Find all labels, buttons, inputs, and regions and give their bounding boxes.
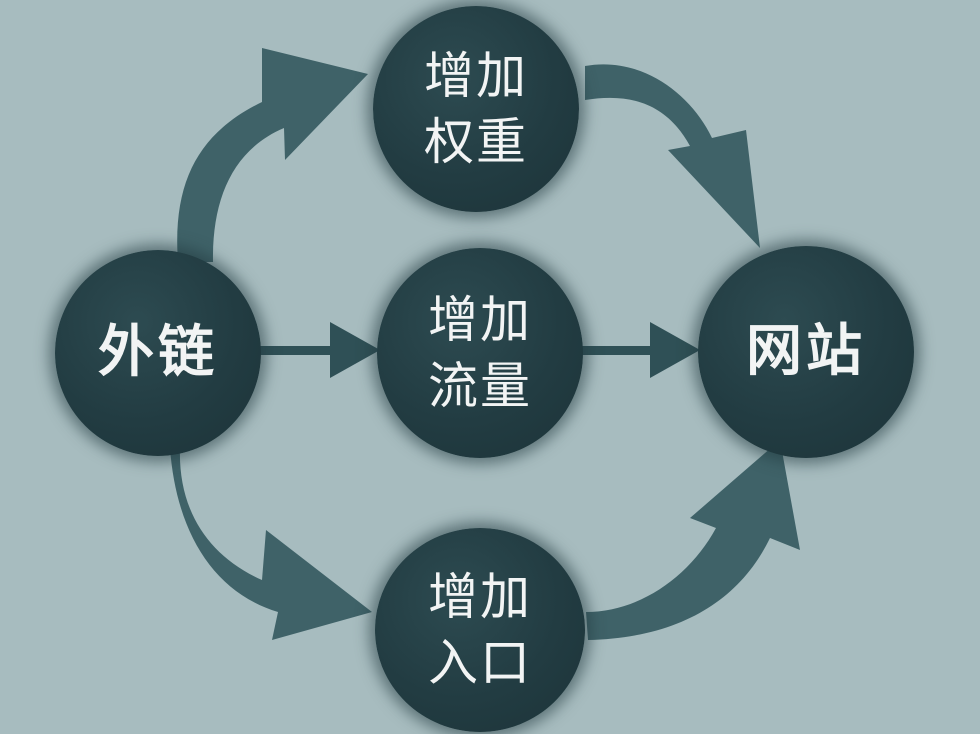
node-entry-line-2: 入口 [428,634,532,692]
node-site-label: 网站 [746,319,866,384]
arrow-source-to-traffic [258,322,380,378]
node-website: 网站 [698,246,914,458]
node-source-label: 外链 [98,320,218,385]
node-traffic-line-2: 流量 [428,357,532,415]
node-weight-line-1: 增加 [424,47,528,105]
arrow-weight-to-site [585,64,760,249]
node-external-links: 外链 [55,250,261,456]
node-traffic-line-1: 增加 [428,291,532,349]
node-weight-line-2: 权重 [424,113,528,171]
node-entry-line-1: 增加 [428,568,532,626]
node-increase-traffic: 增加 流量 [377,248,583,458]
node-increase-entry: 增加 入口 [375,528,585,732]
node-increase-weight: 增加 权重 [373,6,579,212]
arrow-source-to-entry [170,448,372,640]
arrow-traffic-to-site [582,322,700,378]
arrow-entry-to-site [586,440,800,640]
arrow-source-to-weight [177,48,368,262]
